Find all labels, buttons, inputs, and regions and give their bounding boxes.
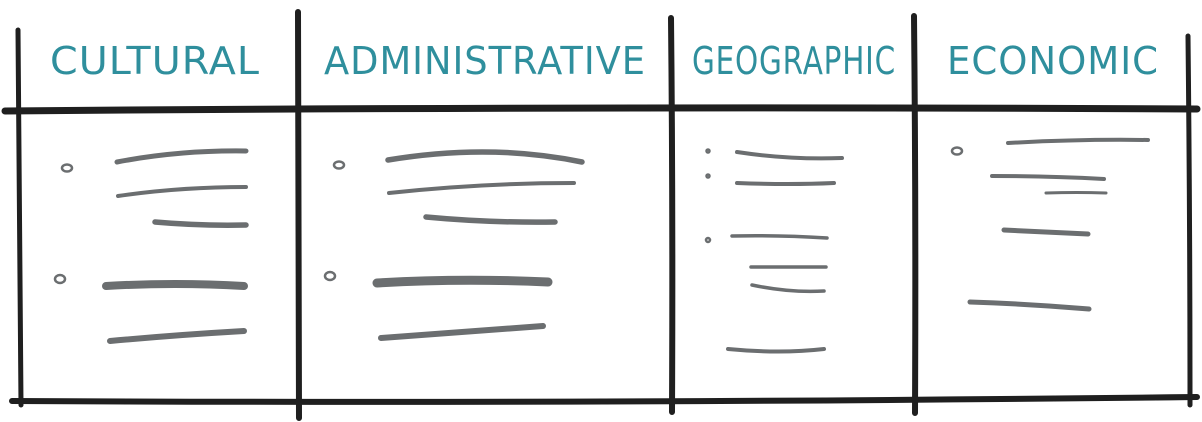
placeholder-line: [990, 174, 1106, 181]
placeholder-line: [423, 214, 558, 225]
placeholder-line: [735, 181, 836, 186]
placeholder-line: [378, 323, 546, 341]
column-economic-body: [950, 137, 1150, 312]
column-geographic-body: [704, 148, 844, 354]
placeholder-line: [152, 219, 249, 228]
placeholder-line: [116, 185, 248, 198]
placeholder-line: [1006, 137, 1150, 145]
placeholder-line: [102, 280, 248, 290]
bullet-point-icon: [705, 148, 711, 154]
placeholder-line: [107, 328, 247, 344]
placeholder-line: [726, 347, 826, 354]
bullet-point-icon: [53, 273, 67, 285]
bottom-border: [9, 394, 1200, 405]
placeholder-line: [385, 149, 585, 165]
left-border: [15, 27, 24, 408]
header-underline: [1, 104, 1201, 115]
divider-2: [668, 15, 676, 415]
placeholder-line: [750, 283, 826, 294]
placeholder-line: [1001, 227, 1091, 237]
header-row: CULTURAL ADMINISTRATIVE GEOGRAPHIC ECONO…: [50, 39, 1159, 83]
column-cultural-body: [53, 148, 249, 344]
placeholder-line: [372, 275, 553, 288]
divider-3: [911, 13, 919, 416]
header-economic: ECONOMIC: [947, 39, 1159, 83]
bullet-point-icon: [704, 236, 712, 244]
placeholder-line: [967, 299, 1092, 312]
divider-1: [295, 9, 302, 421]
placeholder-line: [730, 234, 829, 240]
bullet-point-icon: [60, 163, 74, 173]
table-grid: [1, 9, 1201, 421]
bullet-point-icon: [950, 146, 964, 156]
column-administrative-body: [323, 149, 585, 341]
bullet-point-icon: [332, 160, 346, 170]
header-cultural: CULTURAL: [50, 39, 260, 83]
placeholder-line: [387, 181, 576, 195]
placeholder-line: [735, 150, 844, 161]
bullet-point-icon: [705, 173, 711, 179]
placeholder-line: [1044, 191, 1108, 195]
header-geographic: GEOGRAPHIC: [692, 39, 896, 83]
right-border: [1185, 33, 1193, 408]
bullet-point-icon: [323, 270, 337, 282]
placeholder-line: [114, 148, 249, 165]
header-administrative: ADMINISTRATIVE: [324, 39, 646, 83]
